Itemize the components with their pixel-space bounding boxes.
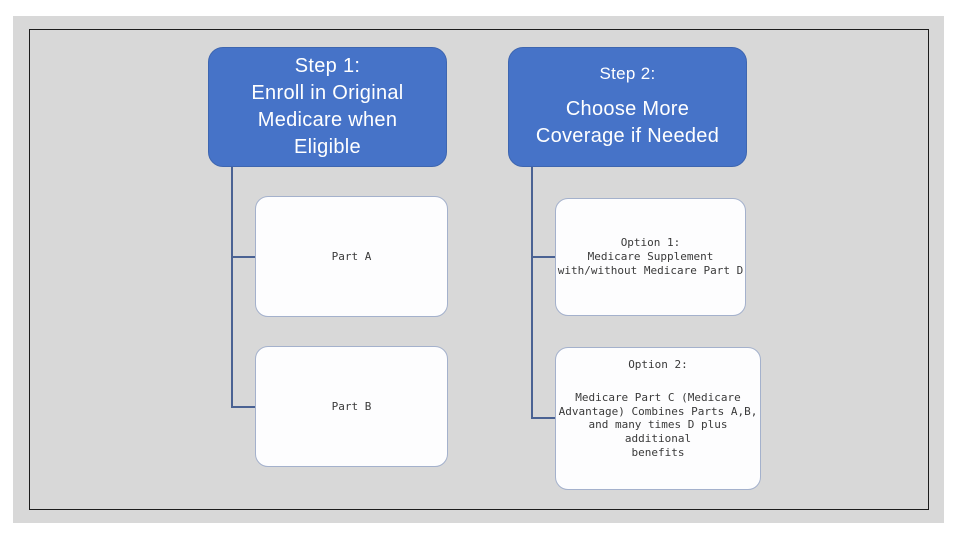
option2-line2: Advantage) Combines Parts A,B, [558,404,758,418]
option2-box: Option 2: Medicare Part C (Medicare Adva… [555,347,761,490]
connector-step1-vertical [231,167,233,407]
part-a-label: Part A [331,249,372,263]
option1-line3: with/without Medicare Part D [557,263,744,277]
connector-step1-to-part-b [231,406,255,408]
slide-canvas [13,16,944,523]
connector-step2-vertical [531,167,533,418]
option1-box: Option 1: Medicare Supplement with/witho… [555,198,746,316]
option2-line4: benefits [631,445,685,459]
option2-title: Option 2: [628,358,688,371]
step2-line1: Choose More [565,98,690,120]
step2-header-box: Step 2: Choose More Coverage if Needed [508,47,747,167]
option2-line1: Medicare Part C (Medicare [575,390,741,404]
connector-step2-to-option2 [531,417,555,419]
step1-title: Step 1: [294,55,361,77]
step2-line2: Coverage if Needed [535,125,720,147]
step2-title: Step 2: [599,64,656,83]
step1-header-box: Step 1: Enroll in Original Medicare when… [208,47,447,167]
option2-line3: and many times D plus additional [588,418,728,446]
step1-line2: Enroll in Original [251,82,404,104]
connector-step2-to-option1 [531,256,555,258]
part-b-label: Part B [331,399,372,413]
option1-line2: Medicare Supplement [587,250,714,264]
part-b-box: Part B [255,346,448,467]
step1-line3: Medicare when [257,109,398,131]
connector-step1-to-part-a [231,256,255,258]
step1-line4: Eligible [294,136,361,158]
option1-title: Option 1: [620,236,681,250]
part-a-box: Part A [255,196,448,317]
slide-border-frame [29,29,929,510]
